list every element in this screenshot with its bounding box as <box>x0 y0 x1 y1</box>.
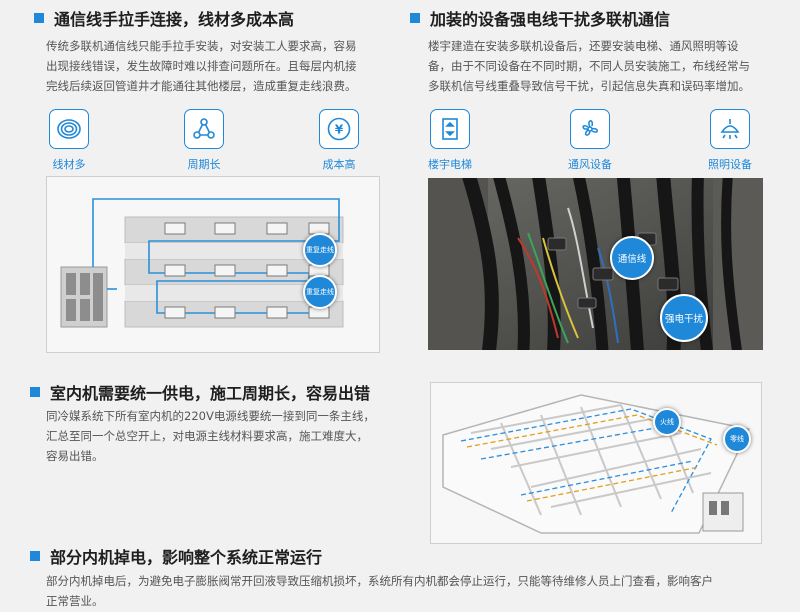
icon-item: 照明设备 <box>704 109 756 172</box>
bullet-square-icon <box>30 387 40 397</box>
section-title: 部分内机掉电，影响整个系统正常运行 <box>30 544 790 568</box>
floor-plan-graphic <box>442 394 751 534</box>
icon-label: 照明设备 <box>708 158 752 171</box>
cable-interference-photo: 通信线 强电干扰 <box>428 178 763 350</box>
comm-line-label: 通信线 <box>610 236 654 280</box>
icon-item: ¥ 成本高 <box>313 109 365 172</box>
yen-coin-icon: ¥ <box>319 109 359 149</box>
building-wiring-diagram: 重复走线 重复走线 <box>46 176 380 353</box>
fan-icon <box>570 109 610 149</box>
desc-line: 汇总至同一个总空开上，对电源主线材料要求高，施工难度大， <box>46 429 368 443</box>
cable-coil-icon <box>49 109 89 149</box>
icon-label: 通风设备 <box>568 158 612 171</box>
bullet-square-icon <box>30 551 40 561</box>
wiring-diagram-graphic <box>60 198 344 328</box>
desc-line: 同冷媒系统下所有室内机的220V电源线要统一接到同一条主线， <box>46 409 375 423</box>
floor-plan-diagram: 火线 零线 <box>430 382 762 544</box>
icon-label: 周期长 <box>187 158 221 171</box>
icon-item: 通风设备 <box>564 109 616 172</box>
neutral-wire-label: 零线 <box>723 425 751 453</box>
section-power-supply: 室内机需要统一供电，施工周期长，容易出错 同冷媒系统下所有室内机的220V电源线… <box>30 380 420 466</box>
ceiling-lamp-icon <box>710 109 750 149</box>
title-text: 部分内机掉电，影响整个系统正常运行 <box>50 548 323 567</box>
title-text: 加装的设备强电线干扰多联机通信 <box>430 10 671 29</box>
section-desc: 传统多联机通信线只能手拉手安装，对安装工人要求高，容易 出现接线错误，发生故障时… <box>34 36 394 96</box>
title-text: 通信线手拉手连接，线材多成本高 <box>54 10 295 29</box>
repeat-wiring-label: 重复走线 <box>303 275 337 309</box>
icon-label: 楼宇电梯 <box>428 158 472 171</box>
section-title: 加装的设备强电线干扰多联机通信 <box>410 6 790 30</box>
repeat-wiring-label: 重复走线 <box>303 233 337 267</box>
desc-line: 楼宇建造在安装多联机设备后，还要安装电梯、通风照明等设 <box>428 39 739 53</box>
desc-line: 部分内机掉电后，为避免电子膨胀阀常开回液导致压缩机损坏，系统所有内机都会停止运行… <box>46 574 713 588</box>
section-title: 室内机需要统一供电，施工周期长，容易出错 <box>30 380 420 404</box>
section-comm-wiring: 通信线手拉手连接，线材多成本高 传统多联机通信线只能手拉手安装，对安装工人要求高… <box>34 6 394 96</box>
svg-text:¥: ¥ <box>335 123 344 137</box>
title-text: 室内机需要统一供电，施工周期长，容易出错 <box>50 384 371 403</box>
bullet-square-icon <box>34 13 44 23</box>
desc-line: 多联机信号线重叠导致信号干扰，引起信息失真和误码率增加。 <box>428 79 750 93</box>
icon-item: 楼宇电梯 <box>424 109 476 172</box>
icon-item: 周期长 <box>178 109 230 172</box>
desc-line: 传统多联机通信线只能手拉手安装，对安装工人要求高，容易 <box>46 39 357 53</box>
section-outage: 部分内机掉电，影响整个系统正常运行 部分内机掉电后，为避免电子膨胀阀常开回液导致… <box>30 544 790 611</box>
section-title: 通信线手拉手连接，线材多成本高 <box>34 6 394 30</box>
interference-icon-row: 楼宇电梯 通风设备 照明设备 <box>424 109 756 172</box>
desc-line: 出现接线错误，发生故障时难以排查问题所在。且每层内机接 <box>46 59 357 73</box>
elevator-icon <box>430 109 470 149</box>
section-desc: 同冷媒系统下所有室内机的220V电源线要统一接到同一条主线， 汇总至同一个总空开… <box>30 406 420 466</box>
section-desc: 楼宇建造在安装多联机设备后，还要安装电梯、通风照明等设 备，由于不同设备在不同时… <box>410 36 790 96</box>
desc-line: 容易出错。 <box>46 449 104 463</box>
desc-line: 完线后续返回管道井才能通往其他楼层，造成重复走线浪费。 <box>46 79 357 93</box>
icon-label: 线材多 <box>52 158 86 171</box>
live-wire-label: 火线 <box>653 408 681 436</box>
desc-line: 备，由于不同设备在不同时期，不同人员安装施工，布线经常与 <box>428 59 750 73</box>
icon-label: 成本高 <box>322 158 356 171</box>
section-interference: 加装的设备强电线干扰多联机通信 楼宇建造在安装多联机设备后，还要安装电梯、通风照… <box>410 6 790 96</box>
bullet-square-icon <box>410 13 420 23</box>
power-interference-label: 强电干扰 <box>660 294 708 342</box>
cable-photo-graphic <box>428 178 763 350</box>
desc-line: 正常营业。 <box>46 594 104 608</box>
network-icon <box>184 109 224 149</box>
comm-icon-row: 线材多 周期长 ¥ 成本高 <box>43 109 365 172</box>
icon-item: 线材多 <box>43 109 95 172</box>
section-desc: 部分内机掉电后，为避免电子膨胀阀常开回液导致压缩机损坏，系统所有内机都会停止运行… <box>30 571 790 611</box>
